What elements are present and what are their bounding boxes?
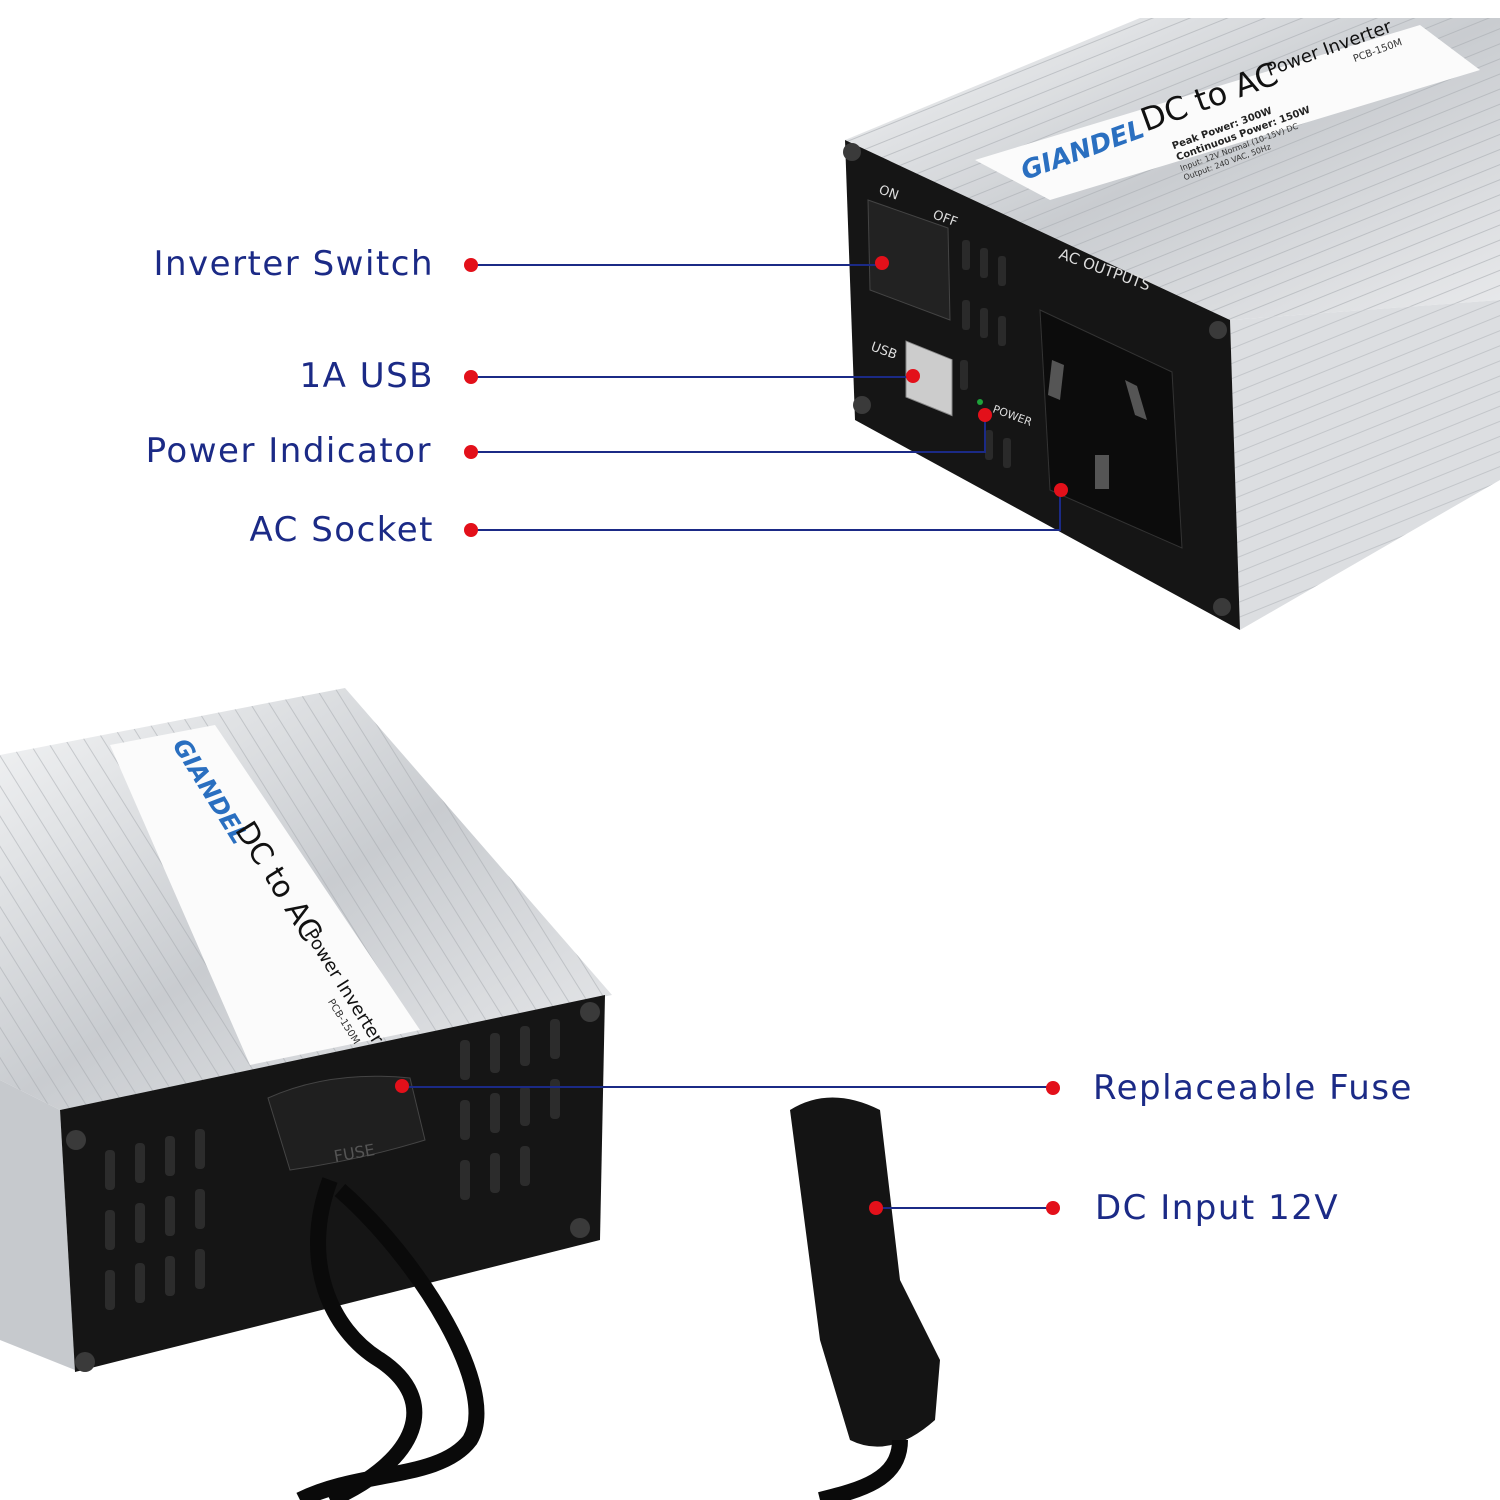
top-label-sticker (975, 25, 1480, 200)
marker-dots (395, 256, 1068, 1215)
callout-usb: 1A USB (299, 356, 434, 396)
inverter-top-view: GIANDEL DC to AC Power Inverter PCB-150M… (843, 16, 1500, 630)
on-label: ON (877, 183, 901, 204)
fuse-holder[interactable] (267, 1075, 426, 1171)
callout-ac-socket: AC Socket (249, 510, 434, 550)
callout-inverter-switch: Inverter Switch (153, 244, 434, 284)
ac-socket[interactable] (1039, 309, 1183, 549)
rocker-switch[interactable] (867, 199, 951, 321)
callout-replaceable-fuse: Replaceable Fuse (1093, 1068, 1413, 1108)
callout-dc-input: DC Input 12V (1095, 1188, 1340, 1228)
inverter-bottom-view: GIANDEL DC to AC Power Inverter PCB-150M… (0, 688, 940, 1500)
leader-lines (402, 264, 1061, 1209)
usb-port[interactable] (905, 340, 953, 417)
power-led (977, 399, 983, 405)
cigarette-plug[interactable] (790, 1097, 940, 1447)
callout-power-indicator: Power Indicator (145, 431, 432, 471)
bottom-label-sticker (110, 725, 420, 1065)
power-cable (296, 1177, 485, 1500)
